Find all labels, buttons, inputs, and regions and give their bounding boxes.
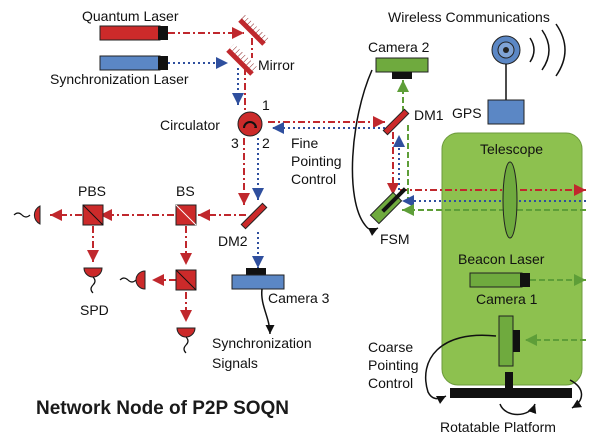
coarse-pointing-label-3: Control — [368, 375, 413, 391]
fsm-label: FSM — [380, 231, 410, 247]
circulator-icon — [237, 111, 263, 137]
camera1-icon — [498, 315, 520, 367]
gps-icon — [487, 99, 525, 125]
telescope-lens-icon — [502, 161, 518, 239]
sync-laser-label: Synchronization Laser — [50, 71, 189, 87]
coarse-pointing-label-2: Pointing — [368, 357, 419, 373]
beacon-laser-label: Beacon Laser — [458, 251, 545, 267]
detector-bottom-icon — [176, 327, 196, 354]
port2-label: 2 — [262, 135, 270, 151]
spd-label: SPD — [80, 302, 109, 318]
camera3-icon — [231, 268, 285, 290]
dm2-icon — [240, 202, 268, 230]
circulator-label: Circulator — [160, 117, 220, 133]
gps-label: GPS — [452, 105, 482, 121]
quantum-laser-label: Quantum Laser — [82, 8, 179, 24]
port3-label: 3 — [231, 135, 239, 151]
camera2-icon — [375, 57, 429, 79]
fine-pointing-label-1: Fine — [291, 135, 318, 151]
bs-label: BS — [176, 183, 195, 199]
fine-pointing-label-3: Control — [291, 171, 336, 187]
quantum-laser — [99, 25, 168, 41]
pbs-icon — [82, 204, 104, 226]
top-mirror-icon — [238, 13, 271, 46]
dm1-icon — [382, 108, 410, 136]
port1-label: 1 — [262, 97, 270, 113]
pbs-label: PBS — [78, 183, 106, 199]
camera2-label: Camera 2 — [368, 39, 430, 55]
diagram-title: Network Node of P2P SOQN — [36, 398, 289, 419]
platform-label: Rotatable Platform — [440, 419, 556, 435]
sync-signals-label-1: Synchronization — [212, 335, 312, 351]
mirror-label: Mirror — [258, 57, 295, 73]
dm1-label: DM1 — [414, 107, 444, 123]
detector-mid-icon — [119, 270, 146, 290]
fsm-icon — [369, 187, 407, 225]
satellite-dish-icon — [491, 23, 566, 100]
spd-detector-icon — [83, 267, 103, 294]
dm2-label: DM2 — [218, 233, 248, 249]
rotatable-platform — [450, 372, 583, 416]
bs-icon — [175, 204, 197, 226]
camera1-label: Camera 1 — [476, 291, 538, 307]
mirror-icon — [226, 43, 259, 76]
camera3-label: Camera 3 — [268, 290, 330, 306]
beacon-laser — [469, 272, 530, 288]
pbs-lower-icon — [175, 269, 197, 291]
sync-signals-label-2: Signals — [212, 355, 258, 371]
wireless-label: Wireless Communications — [388, 9, 550, 25]
fine-pointing-label-2: Pointing — [291, 153, 342, 169]
sync-laser — [99, 55, 168, 71]
telescope-label: Telescope — [480, 141, 543, 157]
detector-left-icon — [13, 205, 41, 225]
coarse-pointing-label-1: Coarse — [368, 339, 413, 355]
